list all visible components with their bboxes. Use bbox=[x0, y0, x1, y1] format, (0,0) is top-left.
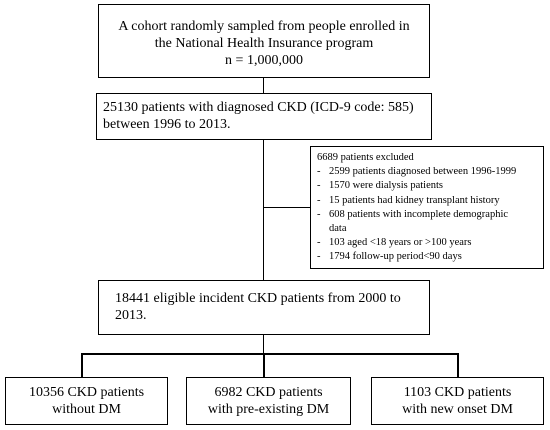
excluded-title: 6689 patients excluded bbox=[317, 152, 414, 163]
group-1-line-1: 10356 CKD patients bbox=[28, 385, 145, 400]
excluded-item-text: 1794 follow-up period<90 days bbox=[329, 251, 462, 263]
connector-ckd-to-eligible bbox=[263, 139, 264, 280]
excluded-item: -1794 follow-up period<90 days bbox=[317, 250, 539, 264]
excluded-item-text: 2599 patients diagnosed between 1996-199… bbox=[329, 166, 517, 178]
bullet: - bbox=[317, 180, 321, 192]
ckd-line-1: 25130 patients with diagnosed CKD (ICD-9… bbox=[103, 100, 414, 115]
excluded-item-text: 15 patients had kidney transplant histor… bbox=[329, 194, 500, 206]
excluded-item: -2599 patients diagnosed between 1996-19… bbox=[317, 165, 539, 179]
excluded-item: -608 patients with incomplete demographi… bbox=[317, 208, 539, 236]
connector-to-group-1 bbox=[81, 353, 83, 377]
group-3-line-1: 1103 CKD patients bbox=[403, 385, 512, 400]
bullet: - bbox=[317, 251, 321, 263]
ckd-box: 25130 patients with diagnosed CKD (ICD-9… bbox=[96, 93, 432, 140]
excluded-item-text: 103 aged <18 years or >100 years bbox=[329, 237, 472, 249]
group-box-new-onset-dm: 1103 CKD patients with new onset DM bbox=[371, 377, 544, 425]
excluded-item-text: 608 patients with incomplete demographic… bbox=[329, 208, 509, 235]
excluded-item-text: 1570 were dialysis patients bbox=[329, 180, 444, 192]
group-box-pre-existing-dm: 6982 CKD patients with pre-existing DM bbox=[186, 377, 351, 425]
excluded-box: 6689 patients excluded -2599 patients di… bbox=[310, 146, 544, 269]
group-box-without-dm: 10356 CKD patients without DM bbox=[5, 377, 168, 425]
group-1-line-2: without DM bbox=[52, 402, 121, 417]
connector-to-group-3 bbox=[457, 353, 459, 377]
excluded-item: -15 patients had kidney transplant histo… bbox=[317, 194, 539, 208]
bullet: - bbox=[317, 208, 321, 220]
group-2-line-2: with pre-existing DM bbox=[207, 402, 330, 417]
connector-eligible-down bbox=[263, 334, 264, 354]
cohort-box: A cohort randomly sampled from people en… bbox=[98, 4, 430, 78]
bullet: - bbox=[317, 166, 321, 178]
eligible-line-2: 2013. bbox=[115, 308, 147, 323]
bullet: - bbox=[317, 194, 321, 206]
excluded-item: -1570 were dialysis patients bbox=[317, 179, 539, 193]
cohort-line-1: A cohort randomly sampled from people en… bbox=[118, 19, 410, 34]
excluded-list: -2599 patients diagnosed between 1996-19… bbox=[317, 165, 539, 264]
connector-to-group-2 bbox=[263, 353, 265, 377]
group-3-line-2: with new onset DM bbox=[402, 402, 513, 417]
group-2-line-1: 6982 CKD patients bbox=[214, 385, 323, 400]
excluded-item: -103 aged <18 years or >100 years bbox=[317, 236, 539, 250]
cohort-line-3: n = 1,000,000 bbox=[225, 53, 303, 68]
connector-cohort-to-ckd bbox=[263, 77, 264, 93]
connector-branch-to-excluded bbox=[263, 207, 310, 208]
eligible-line-1: 18441 eligible incident CKD patients fro… bbox=[115, 291, 401, 306]
eligible-box: 18441 eligible incident CKD patients fro… bbox=[98, 280, 430, 335]
ckd-line-2: between 1996 to 2013. bbox=[103, 117, 231, 132]
cohort-line-2: the National Health Insurance program bbox=[154, 36, 374, 51]
connector-horizontal-bar bbox=[81, 353, 459, 355]
bullet: - bbox=[317, 237, 321, 249]
